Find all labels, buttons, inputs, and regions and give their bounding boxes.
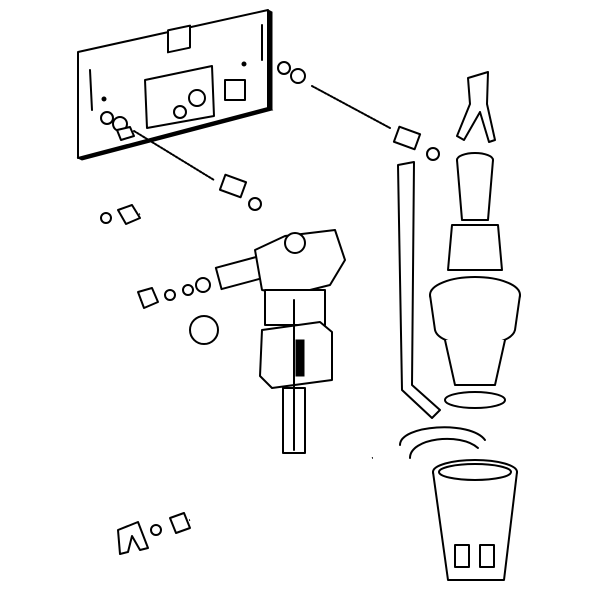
lever-arm [397,161,486,459]
washer-set-right [277,61,306,84]
fork-clip [456,71,496,143]
washer-set-left [100,111,135,141]
clamp [117,521,149,555]
spacer-left [218,173,262,211]
flush-valve [429,152,521,409]
threaded-rod-left [133,130,215,181]
mounting-plate [76,9,274,161]
float-cup [432,459,518,581]
supply-tube [117,456,373,555]
threaded-rod-right [311,85,391,129]
fill-valve [214,229,346,454]
connection-pipe [100,204,219,345]
spacer-right [392,125,440,161]
